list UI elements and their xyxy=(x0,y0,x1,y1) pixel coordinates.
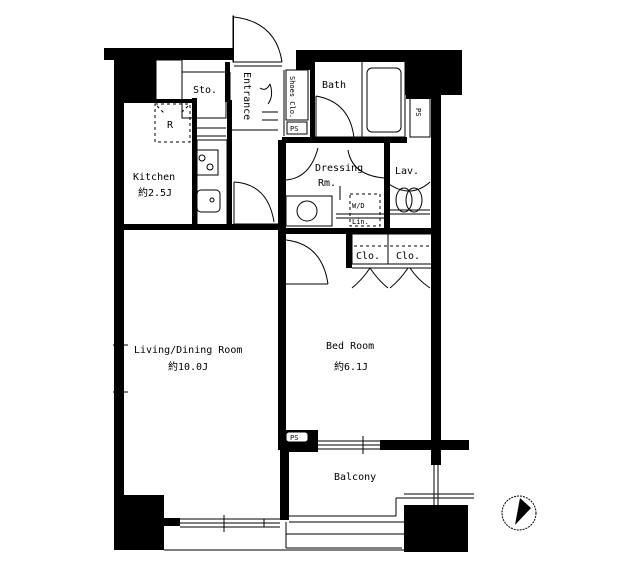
linen-label: Lin. xyxy=(352,218,369,226)
bedroom-area: 約6.1J xyxy=(334,360,368,373)
pipe-space-label: PS xyxy=(290,125,298,133)
dressing-label-2: Rm. xyxy=(318,178,336,189)
washer-dryer-label: W/D xyxy=(352,202,365,210)
exterior-walls xyxy=(104,48,469,552)
entrance-label: Entrance xyxy=(241,72,252,120)
dressing-label: Dressing xyxy=(315,163,363,174)
kitchen-label: Kitchen xyxy=(133,172,175,183)
lavatory-label: Lav. xyxy=(395,166,419,177)
pipe-space-label: PS xyxy=(290,434,298,442)
kitchen-area: 約2.5J xyxy=(138,186,172,199)
fixtures xyxy=(113,15,474,551)
pipe-space-label: PS xyxy=(414,108,422,116)
balcony-label: Balcony xyxy=(334,472,376,483)
shoe-closet-label: Shoes Clo. xyxy=(288,76,296,118)
living-dining-label: Living/Dining Room xyxy=(134,345,242,356)
refrigerator-label: R xyxy=(167,120,174,131)
storage-label: Sto. xyxy=(193,85,217,96)
living-dining-area: 約10.0J xyxy=(168,360,208,373)
room-labels: Sto. Entrance Shoes Clo. Bath R Kitchen … xyxy=(133,72,422,483)
north-arrow-icon xyxy=(501,495,537,531)
bedroom-label: Bed Room xyxy=(326,341,374,352)
bath-label: Bath xyxy=(322,80,346,91)
closet-2-label: Clo. xyxy=(396,251,420,262)
closet-1-label: Clo. xyxy=(356,251,380,262)
